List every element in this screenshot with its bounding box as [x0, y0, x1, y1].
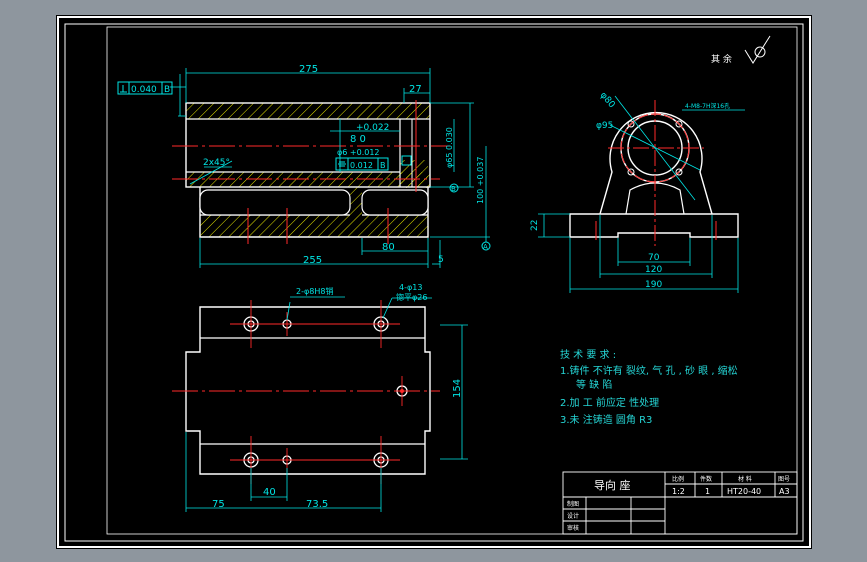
- chamfer-label: 2x45°: [203, 158, 230, 168]
- row-design: 设计: [567, 512, 579, 520]
- outer-border: [57, 16, 811, 548]
- roughness-symbol: 其 余: [711, 35, 771, 65]
- dim-80: 80: [382, 242, 395, 253]
- hatch-base-right: [362, 215, 428, 237]
- front-slot: [199, 189, 351, 216]
- bore-tol: φ6 +0.012: [337, 148, 380, 157]
- hole-tol: +0.022: [356, 123, 389, 133]
- notes-line3: 3.未 注铸造 圆角 R3: [560, 413, 652, 426]
- dim-73-5: 73.5: [306, 499, 328, 510]
- dim-75: 75: [212, 499, 225, 510]
- front-slot-right: [361, 189, 429, 216]
- notes-line2: 2.加 工 前应定 性处理: [560, 396, 659, 409]
- dim-255: 255: [303, 255, 322, 266]
- hatch-rib-left: [350, 187, 362, 237]
- hdr-qty: 件数: [700, 475, 712, 483]
- dim-120: 120: [645, 265, 662, 275]
- dia-95: φ95: [596, 121, 613, 131]
- dim-70: 70: [648, 253, 660, 263]
- val-scale: 1:2: [672, 487, 685, 496]
- front-body-outline: [185, 102, 431, 188]
- perp-ref: B: [164, 85, 170, 95]
- technical-notes: 技 术 要 求 : 1.铸件 不许有 裂纹, 气 孔 , 砂 眼 , 缩松 等 …: [560, 348, 738, 426]
- top-view: 2-φ8H8销 4-φ13 锪平φ26 154 40 75 73.5: [172, 283, 468, 512]
- side-view: φ80 φ95 4-M8-7H深16孔 22 70 120 190: [530, 91, 745, 293]
- row-draw: 制图: [567, 500, 579, 508]
- row-check: 审核: [567, 524, 579, 532]
- inner-border: [64, 23, 804, 542]
- front-view: 275 27 255 80 5 0.040 B 2x45° +0.022 8 0…: [117, 64, 491, 268]
- dim-5: 5: [438, 255, 444, 265]
- perp-tol: 0.040: [131, 85, 157, 95]
- hdr-drawing-no: 图号: [778, 476, 790, 483]
- side-base-outline: [569, 213, 739, 238]
- dim-22: 22: [530, 220, 540, 231]
- perpendicularity-frame: 0.040 B: [117, 81, 173, 95]
- dim-154: 154: [452, 379, 463, 398]
- title-block: [562, 471, 798, 535]
- val-drawing-no: A3: [779, 487, 790, 496]
- datum-b: B: [451, 185, 456, 193]
- notes-line1: 1.铸件 不许有 裂纹, 气 孔 , 砂 眼 , 缩松: [560, 364, 738, 377]
- counterbore-label: 锪平φ26: [396, 292, 427, 302]
- drawing-sheet: [56, 15, 812, 549]
- hatch-base-left: [200, 215, 350, 237]
- pin-holes-label: 2-φ8H8销: [296, 286, 333, 296]
- part-name: 导向 座: [594, 478, 631, 492]
- bore-d1: φ65 0.030: [445, 127, 454, 168]
- hatch-rib-right: [400, 160, 428, 188]
- hatch-top-wall: [186, 103, 430, 119]
- notes-line1b: 等 缺 陷: [576, 378, 612, 391]
- val-material: HT20-40: [727, 487, 761, 496]
- hole-dim: 8 0: [350, 134, 366, 145]
- dim-275: 275: [299, 64, 318, 75]
- bolt-holes-label: 4-φ13: [399, 283, 422, 292]
- side-upright-outline: [599, 111, 713, 215]
- thread-callout: 4-M8-7H深16孔: [685, 102, 730, 110]
- dim-27: 27: [409, 84, 422, 95]
- roughness-label: 其 余: [711, 53, 732, 65]
- drawing-area: [106, 26, 798, 535]
- symmetry-frame: 0.012 B: [335, 157, 389, 171]
- dim-190: 190: [645, 280, 662, 290]
- sym-tol: 0.012: [350, 161, 373, 170]
- hdr-scale: 比例: [672, 475, 684, 483]
- sym-ref: B: [380, 161, 386, 170]
- datum-a: A: [483, 243, 488, 251]
- notes-title: 技 术 要 求 :: [560, 348, 616, 361]
- hdr-material: 材 料: [738, 475, 752, 483]
- dim-40: 40: [263, 487, 276, 498]
- bore-d2: 100 +0.037: [476, 157, 485, 204]
- val-qty: 1: [705, 487, 710, 496]
